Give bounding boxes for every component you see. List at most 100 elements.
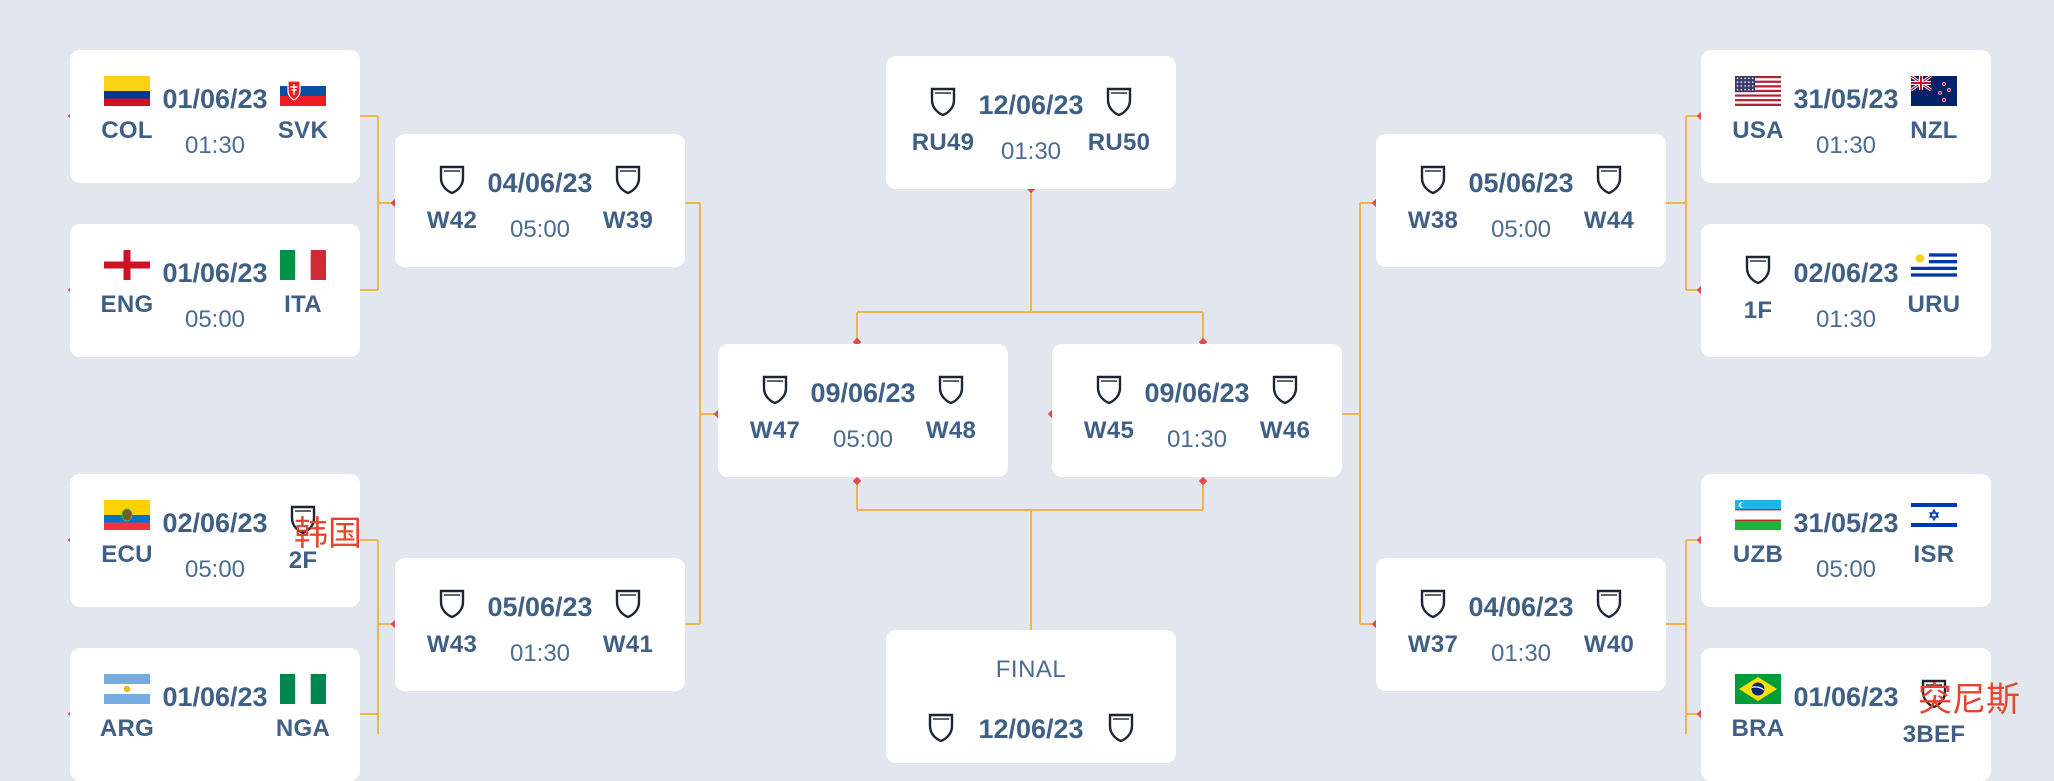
match-time: 05:00 (509, 216, 571, 243)
home-team[interactable]: W47 (740, 370, 810, 445)
away-team[interactable]: SVK (268, 76, 338, 145)
flag-slovakia-icon (268, 76, 338, 111)
team-code: BRA (1731, 715, 1785, 742)
team-code: 3BEF (1902, 721, 1966, 748)
team-code: RU50 (1087, 129, 1151, 156)
away-team[interactable]: W46 (1250, 370, 1320, 445)
connector-dot (852, 476, 862, 486)
team-code: W39 (602, 207, 654, 234)
team-code: ARG (99, 715, 155, 742)
shield-icon (1574, 588, 1644, 625)
shield-icon (1074, 374, 1144, 411)
home-team[interactable]: UZB (1723, 500, 1793, 569)
team-code: UZB (1732, 541, 1784, 568)
home-team[interactable]: ENG (92, 250, 162, 319)
team-code: SVK (277, 117, 329, 144)
match-time: 01:30 (1490, 640, 1552, 667)
shield-icon (1086, 712, 1156, 749)
home-team[interactable]: RU49 (908, 82, 978, 157)
match-time: 01:30 (1166, 426, 1228, 453)
match-card[interactable]: ENG ITA 01/06/23 05:00 (70, 224, 360, 357)
away-team[interactable]: W41 (593, 584, 663, 659)
match-date: 05/06/23 (487, 592, 593, 622)
home-team[interactable]: W45 (1074, 370, 1144, 445)
home-team[interactable]: W38 (1398, 160, 1468, 235)
away-team[interactable]: NZL (1899, 74, 1969, 145)
away-team[interactable]: RU50 (1084, 82, 1154, 157)
match-time: 05:00 (1815, 556, 1877, 583)
team-code: W43 (426, 631, 478, 658)
team-code: ISR (1913, 541, 1955, 568)
shield-icon (1084, 86, 1154, 123)
shield-icon (268, 504, 338, 541)
team-code: ITA (284, 291, 322, 318)
team-code: ENG (100, 291, 154, 318)
connector-dot (1198, 476, 1208, 486)
match-date: 02/06/23 (162, 508, 268, 538)
team-code: ECU (101, 541, 153, 568)
home-team[interactable]: 1F (1723, 250, 1793, 325)
team-code: COL (101, 117, 153, 144)
home-team[interactable]: W42 (417, 160, 487, 235)
away-team[interactable]: URU (1899, 250, 1969, 319)
flag-usa-icon (1723, 76, 1793, 111)
away-team[interactable]: 2F (268, 500, 338, 575)
away-team[interactable] (1086, 708, 1156, 755)
flag-uzbekistan-icon (1723, 500, 1793, 535)
shield-icon (740, 374, 810, 411)
match-date: 09/06/23 (1144, 378, 1250, 408)
match-time: 01:30 (184, 132, 246, 159)
home-team[interactable]: ARG (92, 674, 162, 743)
away-team[interactable]: ITA (268, 250, 338, 319)
away-team[interactable]: W44 (1574, 160, 1644, 235)
home-team[interactable]: USA (1723, 76, 1793, 145)
flag-colombia-icon (92, 76, 162, 111)
match-time: 05:00 (1490, 216, 1552, 243)
team-code: USA (1732, 117, 1784, 144)
match-date: 12/06/23 (978, 90, 1084, 120)
flag-new-zealand-icon (1899, 74, 1969, 111)
match-date: 02/06/23 (1793, 258, 1899, 288)
match-time: 05:00 (184, 306, 246, 333)
home-team[interactable]: ECU (92, 500, 162, 569)
shield-icon (1899, 678, 1969, 715)
away-team[interactable]: W48 (916, 370, 986, 445)
home-team[interactable]: BRA (1723, 674, 1793, 743)
team-code: 1F (1743, 297, 1773, 324)
shield-icon (1574, 164, 1644, 201)
match-date: 09/06/23 (810, 378, 916, 408)
team-code: W47 (749, 417, 801, 444)
away-team[interactable]: W39 (593, 160, 663, 235)
team-code: URU (1907, 291, 1961, 318)
home-team[interactable]: W43 (417, 584, 487, 659)
match-date: 04/06/23 (487, 168, 593, 198)
away-team[interactable]: W40 (1574, 584, 1644, 659)
shield-icon (916, 374, 986, 411)
away-team[interactable]: ISR (1899, 500, 1969, 569)
team-code: W45 (1083, 417, 1135, 444)
team-code: W37 (1407, 631, 1459, 658)
team-code: W48 (925, 417, 977, 444)
match-date: 05/06/23 (1468, 168, 1574, 198)
match-date: 04/06/23 (1468, 592, 1574, 622)
match-date: 31/05/23 (1793, 84, 1899, 114)
flag-israel-icon (1899, 500, 1969, 535)
home-team[interactable]: COL (92, 76, 162, 145)
match-date: 01/06/23 (162, 258, 268, 288)
home-team[interactable]: W37 (1398, 584, 1468, 659)
